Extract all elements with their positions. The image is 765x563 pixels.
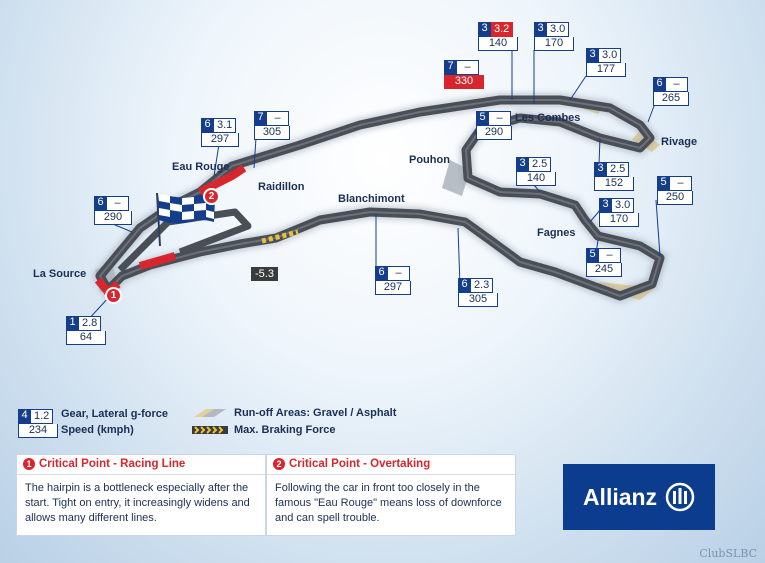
legend-speed-label: Speed (kmph) — [61, 424, 134, 436]
legend-gear-label: Gear, Lateral g-force — [61, 408, 168, 420]
chequered-flag-icon — [156, 192, 215, 247]
corner-label-la-source: La Source — [33, 268, 87, 280]
corner-label-les-combes: Les Combes — [515, 112, 581, 124]
corner-callout: 5– 250 — [657, 176, 693, 205]
corner-callout: 6– 265 — [653, 77, 689, 106]
panel-number-badge: 1 — [23, 458, 35, 470]
corner-label-rivage: Rivage — [661, 136, 698, 148]
credit-watermark: ClubSLBC — [699, 547, 757, 560]
braking-swatch-icon — [192, 426, 228, 434]
corner-callout: 5– 290 — [476, 111, 512, 140]
corner-callout: 6– 290 — [94, 196, 132, 225]
braking-zone — [261, 229, 299, 244]
corner-label-raidillon: Raidillon — [258, 181, 305, 193]
allianz-logo: Allianz — [563, 464, 715, 530]
track-inner-edge — [99, 99, 661, 297]
legend-braking: Max. Braking Force — [192, 424, 335, 436]
panel-body: The hairpin is a bottleneck especially a… — [25, 482, 250, 524]
callout-leaders — [85, 48, 661, 323]
corner-callout: 7– 330 — [444, 60, 484, 89]
corner-callout: 7– 305 — [254, 111, 290, 140]
corner-callout: 6– 297 — [375, 266, 411, 295]
corner-label-fagnes: Fagnes — [537, 227, 576, 239]
corner-label-pouhon: Pouhon — [409, 154, 450, 166]
track-inner-loop — [117, 208, 252, 273]
panel-number-badge: 2 — [273, 458, 285, 470]
critical-section — [138, 252, 177, 270]
braking-force-value: -5.3 — [251, 267, 278, 281]
corner-callout: 5– 245 — [586, 248, 622, 277]
corner-label-blanchimont: Blanchimont — [338, 193, 405, 205]
runoff-swatch-icon — [194, 409, 226, 417]
critical-section — [198, 164, 247, 196]
panel-body: Following the car in front too closely i… — [275, 482, 502, 524]
allianz-eagle-icon — [665, 482, 695, 512]
legend-runoff: Run-off Areas: Gravel / Asphalt — [192, 407, 396, 419]
critical-marker-2: 2 — [203, 188, 220, 205]
corner-label-eau-rouge: Eau Rouge — [172, 161, 230, 173]
critical-marker-1: 1 — [105, 287, 122, 304]
